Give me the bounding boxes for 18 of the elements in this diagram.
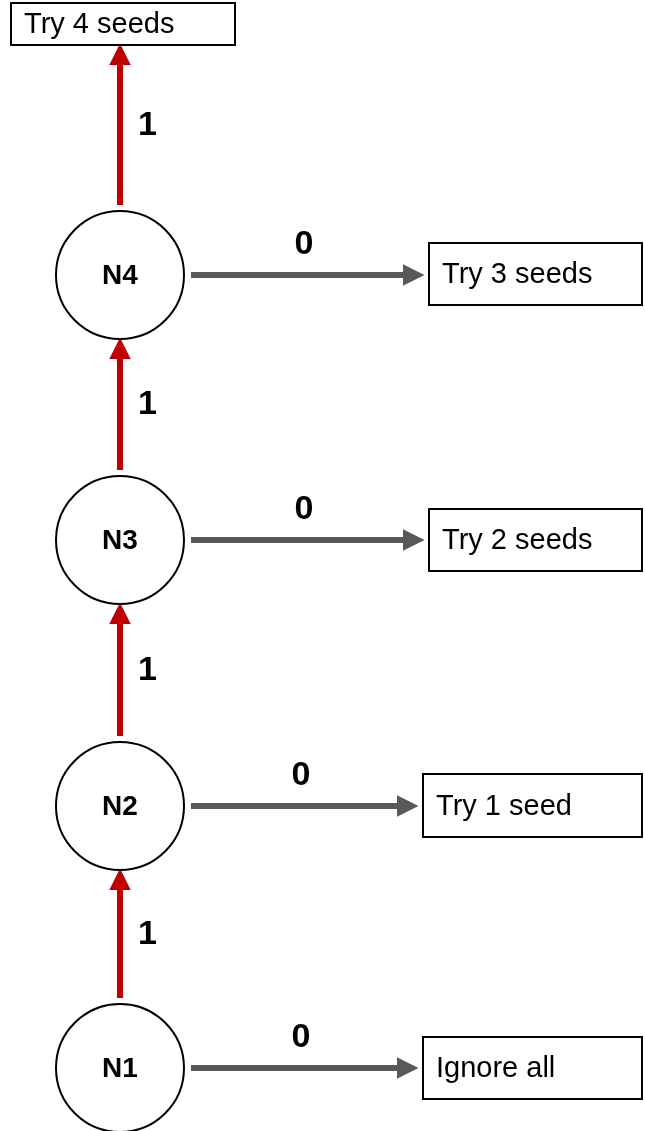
arrow: [191, 1057, 419, 1079]
arrow: [191, 795, 419, 817]
arrow: [191, 529, 425, 551]
box-label: Ignore all: [436, 1050, 556, 1086]
box-label: Try 3 seeds: [442, 256, 593, 292]
result-box: [428, 242, 643, 306]
result-box: [422, 773, 643, 838]
result-box: [428, 508, 643, 572]
box-label: Try 2 seeds: [442, 522, 593, 558]
result-box: [10, 2, 236, 46]
node-label: N3: [102, 523, 138, 557]
box-label: Try 1 seed: [436, 787, 572, 823]
node-label: N1: [102, 1051, 138, 1085]
box-label: Try 4 seeds: [24, 6, 175, 42]
node-label: N4: [102, 258, 138, 292]
node-label: N2: [102, 789, 138, 823]
result-box: [422, 1036, 643, 1100]
arrow: [191, 264, 425, 286]
